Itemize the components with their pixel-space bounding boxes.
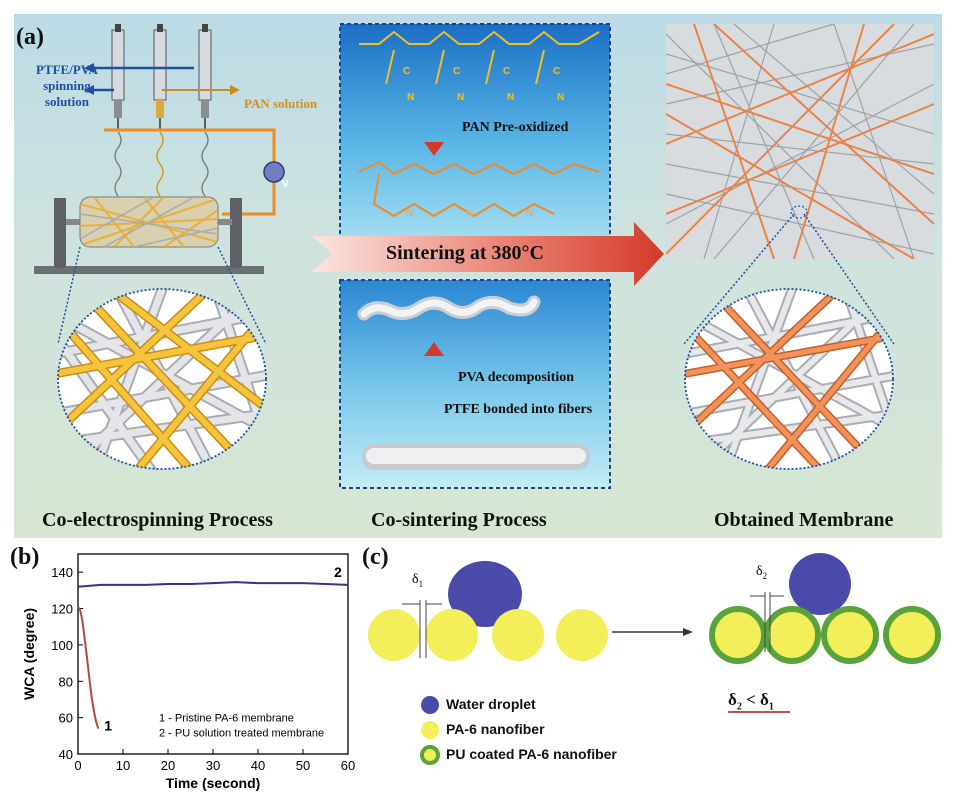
panel-a: (a) PTFE/PVA spinning solution PAN solut…: [14, 14, 942, 538]
series-label-2: 2: [334, 564, 342, 580]
coated-nanofiber-3: [821, 606, 879, 664]
y-tick-label: 100: [51, 638, 73, 653]
panel-c-letter: (c): [362, 544, 389, 570]
legend-water-droplet: Water droplet: [446, 696, 536, 712]
atom-n-2: N: [457, 92, 465, 103]
y-tick-label: 40: [59, 747, 73, 762]
x-tick-label: 40: [251, 758, 265, 773]
x-tick-label: 50: [296, 758, 310, 773]
y-tick-label: 140: [51, 565, 73, 580]
atom-n-ring-1: N: [406, 208, 414, 219]
atom-c-2: C: [453, 66, 461, 77]
legend-coated-marker: [420, 745, 440, 765]
collector-roller: [34, 196, 264, 274]
atom-n-ring-3: N: [526, 208, 534, 219]
delta-relation: δ2 < δ1: [728, 690, 774, 713]
syringe-icon: [111, 24, 212, 130]
pan-preoxidation-box: [339, 23, 611, 245]
delta2-label: δ2: [756, 564, 768, 581]
ptfe-bonded-label: PTFE bonded into fibers: [444, 402, 593, 417]
y-tick-label: 60: [59, 711, 73, 726]
ptfe-bonding-box: [339, 279, 611, 489]
caption-co-sintering: Co-sintering Process: [371, 509, 547, 531]
panel-a-letter: (a): [16, 24, 44, 50]
pan-solution-label: PAN solution: [244, 96, 318, 111]
nanofiber-2: [426, 609, 478, 661]
atom-c-4: C: [553, 66, 561, 77]
sintering-arrow: [312, 222, 664, 286]
legend-pa6-nanofiber: PA-6 nanofiber: [446, 721, 545, 737]
atom-n-3: N: [507, 92, 515, 103]
nanofiber-1: [368, 609, 420, 661]
x-tick-label: 0: [74, 758, 81, 773]
nanofiber-3: [492, 609, 544, 661]
ptfe-pva-label-line1: PTFE/PVA: [36, 62, 98, 77]
coated-nanofiber-2: [763, 606, 821, 664]
x-tick-label: 10: [116, 758, 130, 773]
ptfe-pva-label-line3: solution: [44, 94, 89, 109]
y-tick-label: 120: [51, 602, 73, 617]
delta1-label: δ1: [412, 572, 424, 589]
ptfe-pva-label: PTFE/PVA spinning solution: [36, 62, 98, 110]
atom-n-ring-2: N: [466, 208, 474, 219]
caption-co-electrospinning: Co-electrospinning Process: [42, 509, 273, 531]
x-axis-label: Time (second): [166, 775, 261, 791]
legend-nanofiber-marker: [421, 721, 439, 739]
pva-decomposition-label: PVA decomposition: [458, 370, 575, 385]
panel-c: (c) δ1 δ2 Water droplet PA-6 nanofiber: [360, 540, 955, 802]
sintering-label: Sintering at 380°C: [386, 242, 544, 264]
series-line-1: [77, 606, 100, 729]
atom-c-1: C: [403, 66, 411, 77]
series-label-1: 1: [104, 718, 112, 734]
caption-obtained-membrane: Obtained Membrane: [714, 509, 894, 531]
x-tick-label: 30: [206, 758, 220, 773]
series-line-2: [77, 581, 349, 588]
legend-droplet-marker: [421, 696, 439, 714]
x-tick-label: 20: [161, 758, 175, 773]
nanofiber-4: [556, 609, 608, 661]
atom-n-1: N: [407, 92, 415, 103]
pan-preoxidized-label: PAN Pre-oxidized: [462, 120, 569, 135]
fiber-closeup-left: [57, 288, 267, 470]
membrane-sem-view: [666, 24, 934, 259]
voltage-icon: [263, 161, 285, 183]
legend-pu-coated: PU coated PA-6 nanofiber: [446, 746, 617, 762]
y-tick-label: 80: [59, 674, 73, 689]
voltage-label: V: [282, 179, 289, 190]
pu-coating-schematic: [368, 553, 941, 765]
annotation-2: 2 - PU solution treated membrane: [159, 727, 324, 739]
fiber-closeup-right: [684, 288, 894, 470]
ptfe-pva-label-line2: spinning: [43, 78, 91, 93]
y-axis-label: WCA (degree): [21, 608, 37, 700]
water-droplet-left: [448, 561, 522, 627]
x-tick-label: 60: [341, 758, 355, 773]
coated-nanofiber-1: [709, 606, 767, 664]
atom-n-4: N: [557, 92, 565, 103]
water-droplet-right: [789, 553, 851, 615]
coated-nanofiber-4: [883, 606, 941, 664]
panel-b-letter: (b): [10, 544, 40, 570]
annotation-1: 1 - Pristine PA-6 membrane: [159, 712, 294, 724]
panel-a-illustration: [34, 23, 934, 489]
atom-c-3: C: [503, 66, 511, 77]
